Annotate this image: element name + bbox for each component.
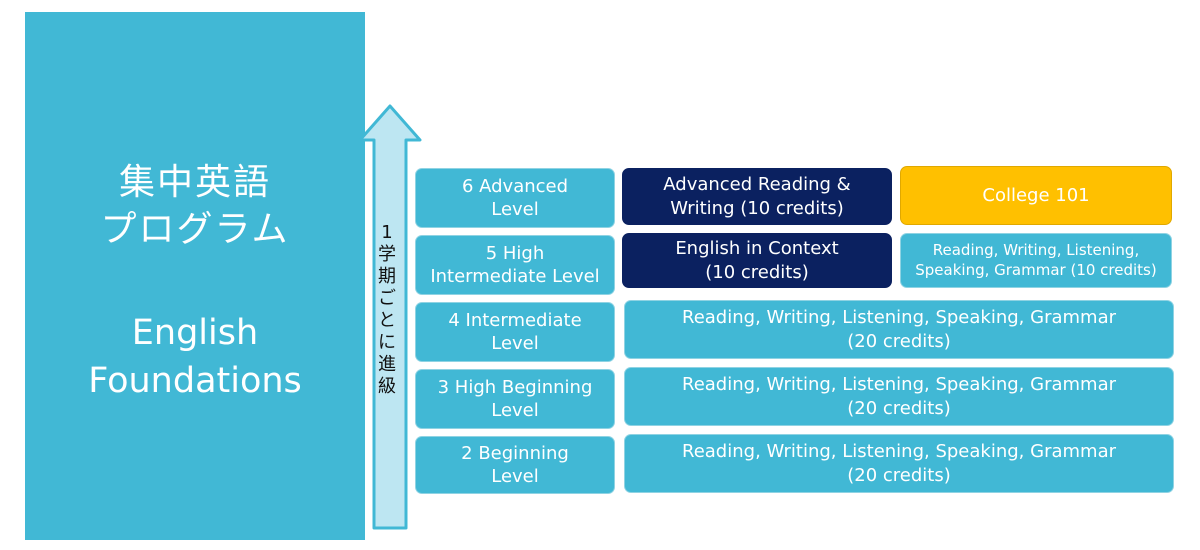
arrow-label-char: 期 bbox=[378, 266, 396, 287]
level-3-course-rwlsg: Reading, Writing, Listening, Speaking, G… bbox=[624, 367, 1174, 426]
level-5-course-rwlsg: Reading, Writing, Listening, Speaking, G… bbox=[900, 233, 1172, 288]
arrow-label-char: ご bbox=[378, 288, 396, 309]
program-title-jp-line1: 集中英語 bbox=[118, 162, 271, 203]
course-label: Reading, Writing, Listening, Speaking, G… bbox=[915, 241, 1157, 279]
course-label: Reading, Writing, Listening, Speaking, G… bbox=[682, 307, 1116, 352]
level-3-label: 3 High Beginning Level bbox=[437, 376, 593, 421]
program-title-en-line1: English bbox=[131, 313, 259, 353]
course-label: College 101 bbox=[982, 184, 1090, 206]
program-title-en-line2: Foundations bbox=[88, 361, 302, 401]
level-5-box: 5 High Intermediate Level bbox=[415, 235, 615, 295]
course-label: Reading, Writing, Listening, Speaking, G… bbox=[682, 374, 1116, 419]
level-6-course-advanced-reading-writing: Advanced Reading & Writing (10 credits) bbox=[622, 168, 892, 225]
course-label: Reading, Writing, Listening, Speaking, G… bbox=[682, 441, 1116, 486]
level-3-box: 3 High Beginning Level bbox=[415, 369, 615, 429]
arrow-label-char: 級 bbox=[378, 376, 396, 397]
level-5-label: 5 High Intermediate Level bbox=[430, 242, 600, 287]
progression-arrow-label: 1 学 期 ご と に 進 級 bbox=[372, 222, 402, 398]
level-4-box: 4 Intermediate Level bbox=[415, 302, 615, 362]
arrow-label-char: と bbox=[378, 310, 396, 331]
course-label: Advanced Reading & Writing (10 credits) bbox=[663, 174, 851, 219]
level-2-course-rwlsg: Reading, Writing, Listening, Speaking, G… bbox=[624, 434, 1174, 493]
program-title-panel: 集中英語 プログラム English Foundations bbox=[25, 12, 365, 540]
arrow-label-char: 進 bbox=[378, 354, 396, 375]
arrow-label-char: 学 bbox=[378, 244, 396, 265]
progression-up-arrow-icon bbox=[358, 104, 422, 530]
arrow-label-char: に bbox=[378, 332, 396, 353]
program-title-jp-line2: プログラム bbox=[100, 209, 290, 250]
arrow-label-char: 1 bbox=[381, 222, 393, 243]
level-4-course-rwlsg: Reading, Writing, Listening, Speaking, G… bbox=[624, 300, 1174, 359]
level-2-box: 2 Beginning Level bbox=[415, 436, 615, 494]
level-6-label: 6 Advanced Level bbox=[461, 175, 569, 220]
course-label: English in Context (10 credits) bbox=[675, 238, 839, 283]
level-6-box: 6 Advanced Level bbox=[415, 168, 615, 228]
level-5-course-english-in-context: English in Context (10 credits) bbox=[622, 233, 892, 288]
level-2-label: 2 Beginning Level bbox=[461, 442, 569, 487]
level-4-label: 4 Intermediate Level bbox=[448, 309, 582, 354]
level-6-course-college-101: College 101 bbox=[900, 166, 1172, 225]
